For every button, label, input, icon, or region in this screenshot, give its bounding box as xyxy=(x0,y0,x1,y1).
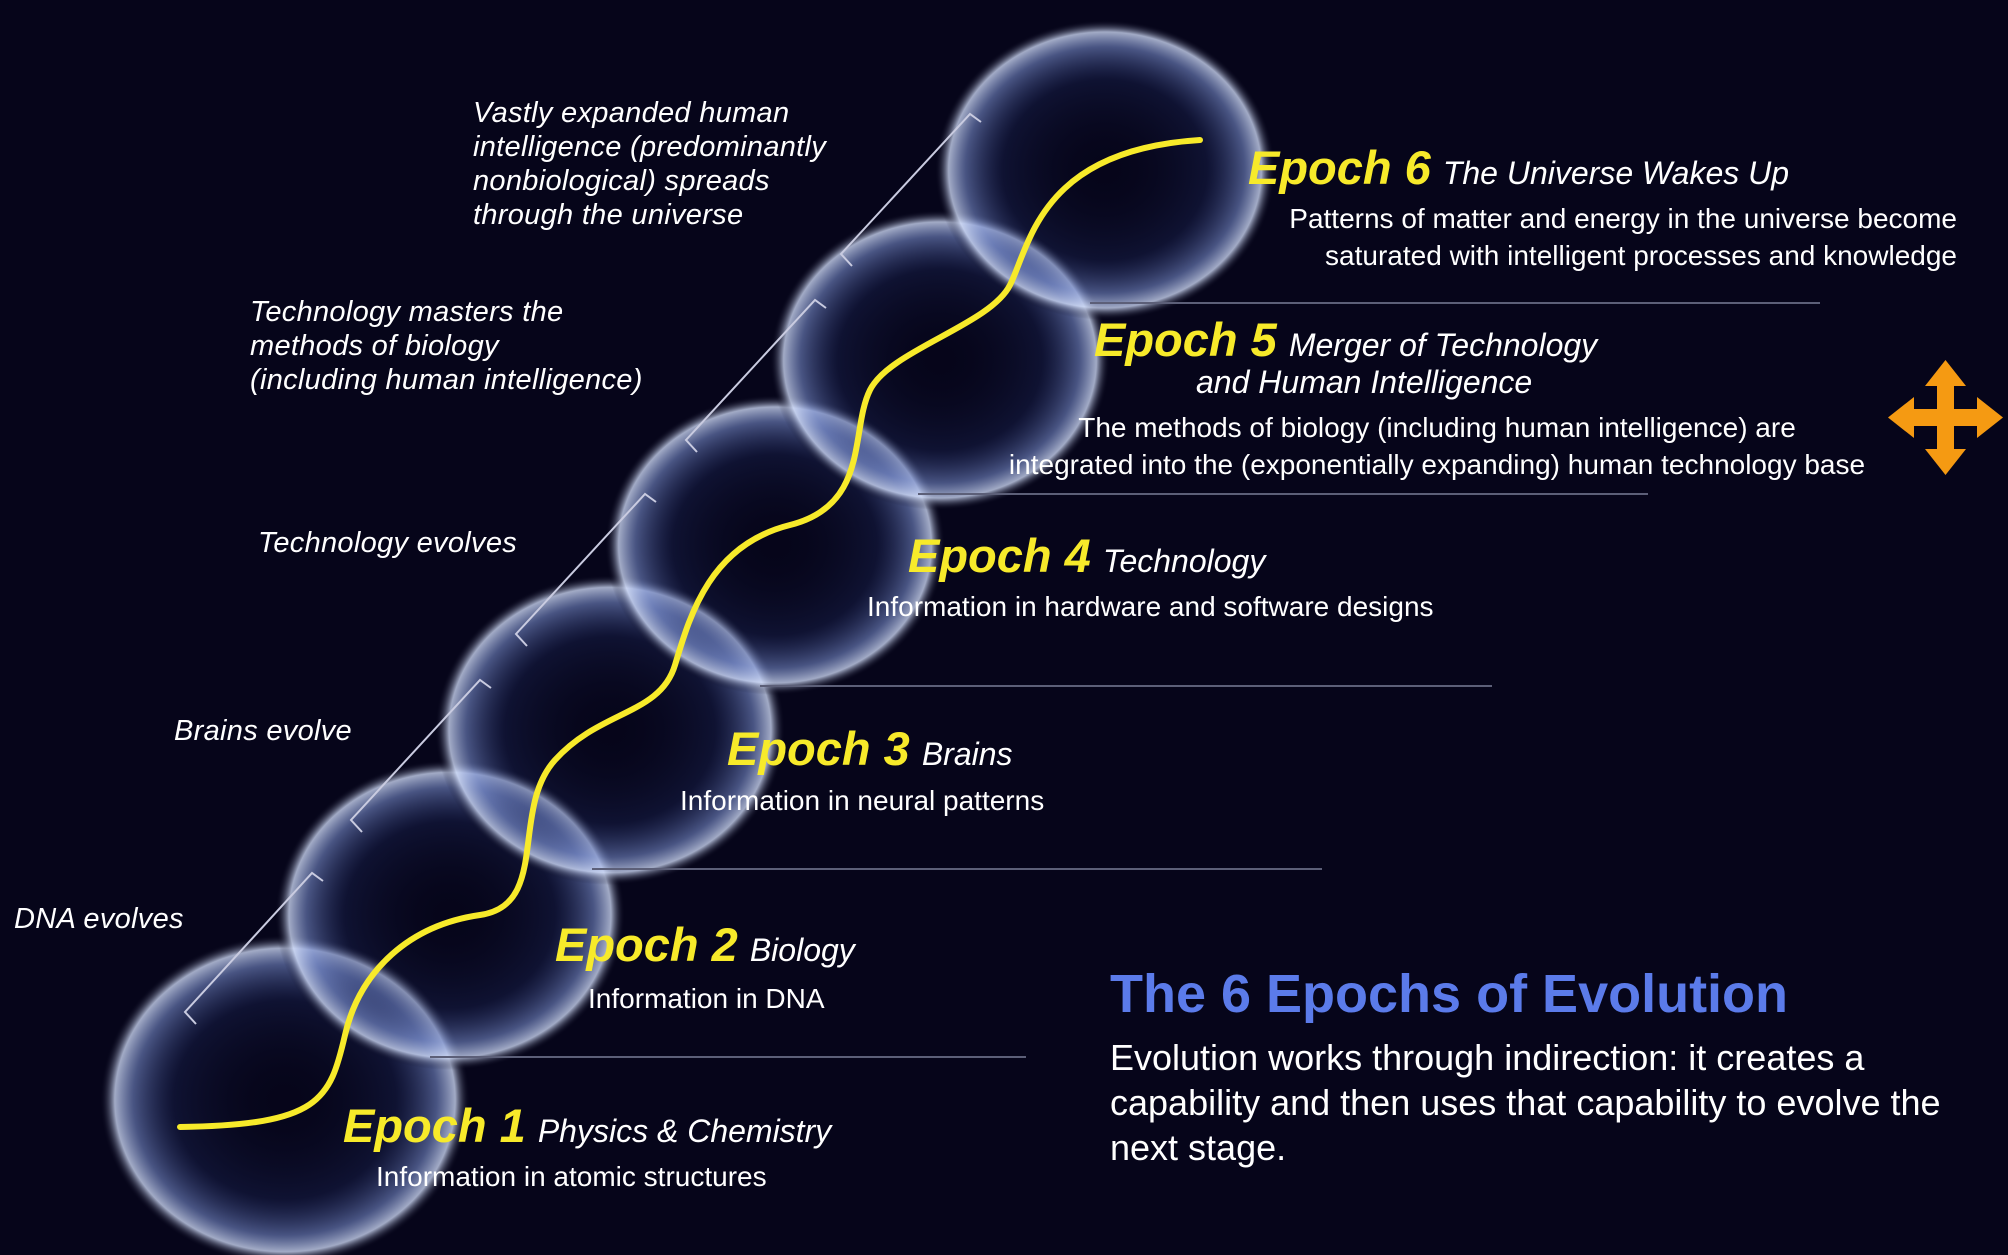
sphere-epoch-6 xyxy=(935,20,1275,320)
epoch-name: Physics & Chemistry xyxy=(538,1113,831,1149)
epoch-number: Epoch 5 xyxy=(1094,313,1277,366)
epoch-5-name-line-2: and Human Intelligence xyxy=(1196,364,1532,401)
description-line: integrated into the (exponentially expan… xyxy=(962,446,1912,483)
transition-line: methods of biology xyxy=(250,329,643,363)
epoch-3-heading: Epoch 3 Brains xyxy=(727,721,1013,776)
transition-note-brains: Brains evolve xyxy=(174,714,352,748)
move-arrows-icon[interactable] xyxy=(1888,360,2003,475)
diagram-subtitle: Evolution works through indirection: it … xyxy=(1110,1035,1990,1170)
separator-epoch-1-2 xyxy=(430,1056,1026,1058)
epoch-number: Epoch 4 xyxy=(908,529,1091,582)
transition-line: Vastly expanded human xyxy=(473,96,826,130)
separator-epoch-5-6 xyxy=(1090,302,1820,304)
transition-note-biology-mastered: Technology masters the methods of biolog… xyxy=(250,295,643,397)
epoch-name: Merger of Technology xyxy=(1289,327,1597,363)
epoch-1-description: Information in atomic structures xyxy=(376,1158,767,1195)
epoch-name: and Human Intelligence xyxy=(1196,364,1532,400)
epoch-name: Brains xyxy=(922,736,1013,772)
transition-note-dna: DNA evolves xyxy=(14,902,184,936)
transition-line: intelligence (predominantly xyxy=(473,130,826,164)
epoch-1-heading: Epoch 1 Physics & Chemistry xyxy=(343,1098,831,1153)
epoch-number: Epoch 6 xyxy=(1248,141,1431,194)
diagram-title: The 6 Epochs of Evolution xyxy=(1110,963,1788,1025)
epoch-6-heading: Epoch 6 The Universe Wakes Up xyxy=(1248,140,1789,195)
epoch-number: Epoch 1 xyxy=(343,1099,526,1152)
epoch-3-description: Information in neural patterns xyxy=(680,782,1044,819)
description-line: Patterns of matter and energy in the uni… xyxy=(1195,200,1957,237)
transition-line: Brains evolve xyxy=(174,714,352,748)
epoch-name: The Universe Wakes Up xyxy=(1443,155,1789,191)
description-line: saturated with intelligent processes and… xyxy=(1195,237,1957,274)
separator-epoch-4-5 xyxy=(918,493,1648,495)
epoch-name: Technology xyxy=(1103,543,1266,579)
epoch-number: Epoch 2 xyxy=(555,918,738,971)
epoch-6-description: Patterns of matter and energy in the uni… xyxy=(1195,200,1957,274)
transition-line: (including human intelligence) xyxy=(250,363,643,397)
epoch-5-description: The methods of biology (including human … xyxy=(962,409,1912,483)
transition-line: Technology masters the xyxy=(250,295,643,329)
separator-epoch-2-3 xyxy=(592,868,1322,870)
epoch-number: Epoch 3 xyxy=(727,722,910,775)
transition-line: through the universe xyxy=(473,198,826,232)
epoch-2-heading: Epoch 2 Biology xyxy=(555,917,855,972)
transition-note-technology: Technology evolves xyxy=(258,526,517,560)
epoch-name: Biology xyxy=(750,932,855,968)
description-line: The methods of biology (including human … xyxy=(962,409,1912,446)
epoch-5-heading: Epoch 5 Merger of Technology xyxy=(1094,312,1597,367)
transition-line: nonbiological) spreads xyxy=(473,164,826,198)
transition-line: Technology evolves xyxy=(258,526,517,560)
epoch-4-heading: Epoch 4 Technology xyxy=(908,528,1265,583)
epoch-4-description: Information in hardware and software des… xyxy=(867,588,1434,625)
separator-epoch-3-4 xyxy=(760,685,1492,687)
transition-note-universe: Vastly expanded human intelligence (pred… xyxy=(473,96,826,232)
transition-line: DNA evolves xyxy=(14,902,184,936)
epoch-2-description: Information in DNA xyxy=(588,980,825,1017)
